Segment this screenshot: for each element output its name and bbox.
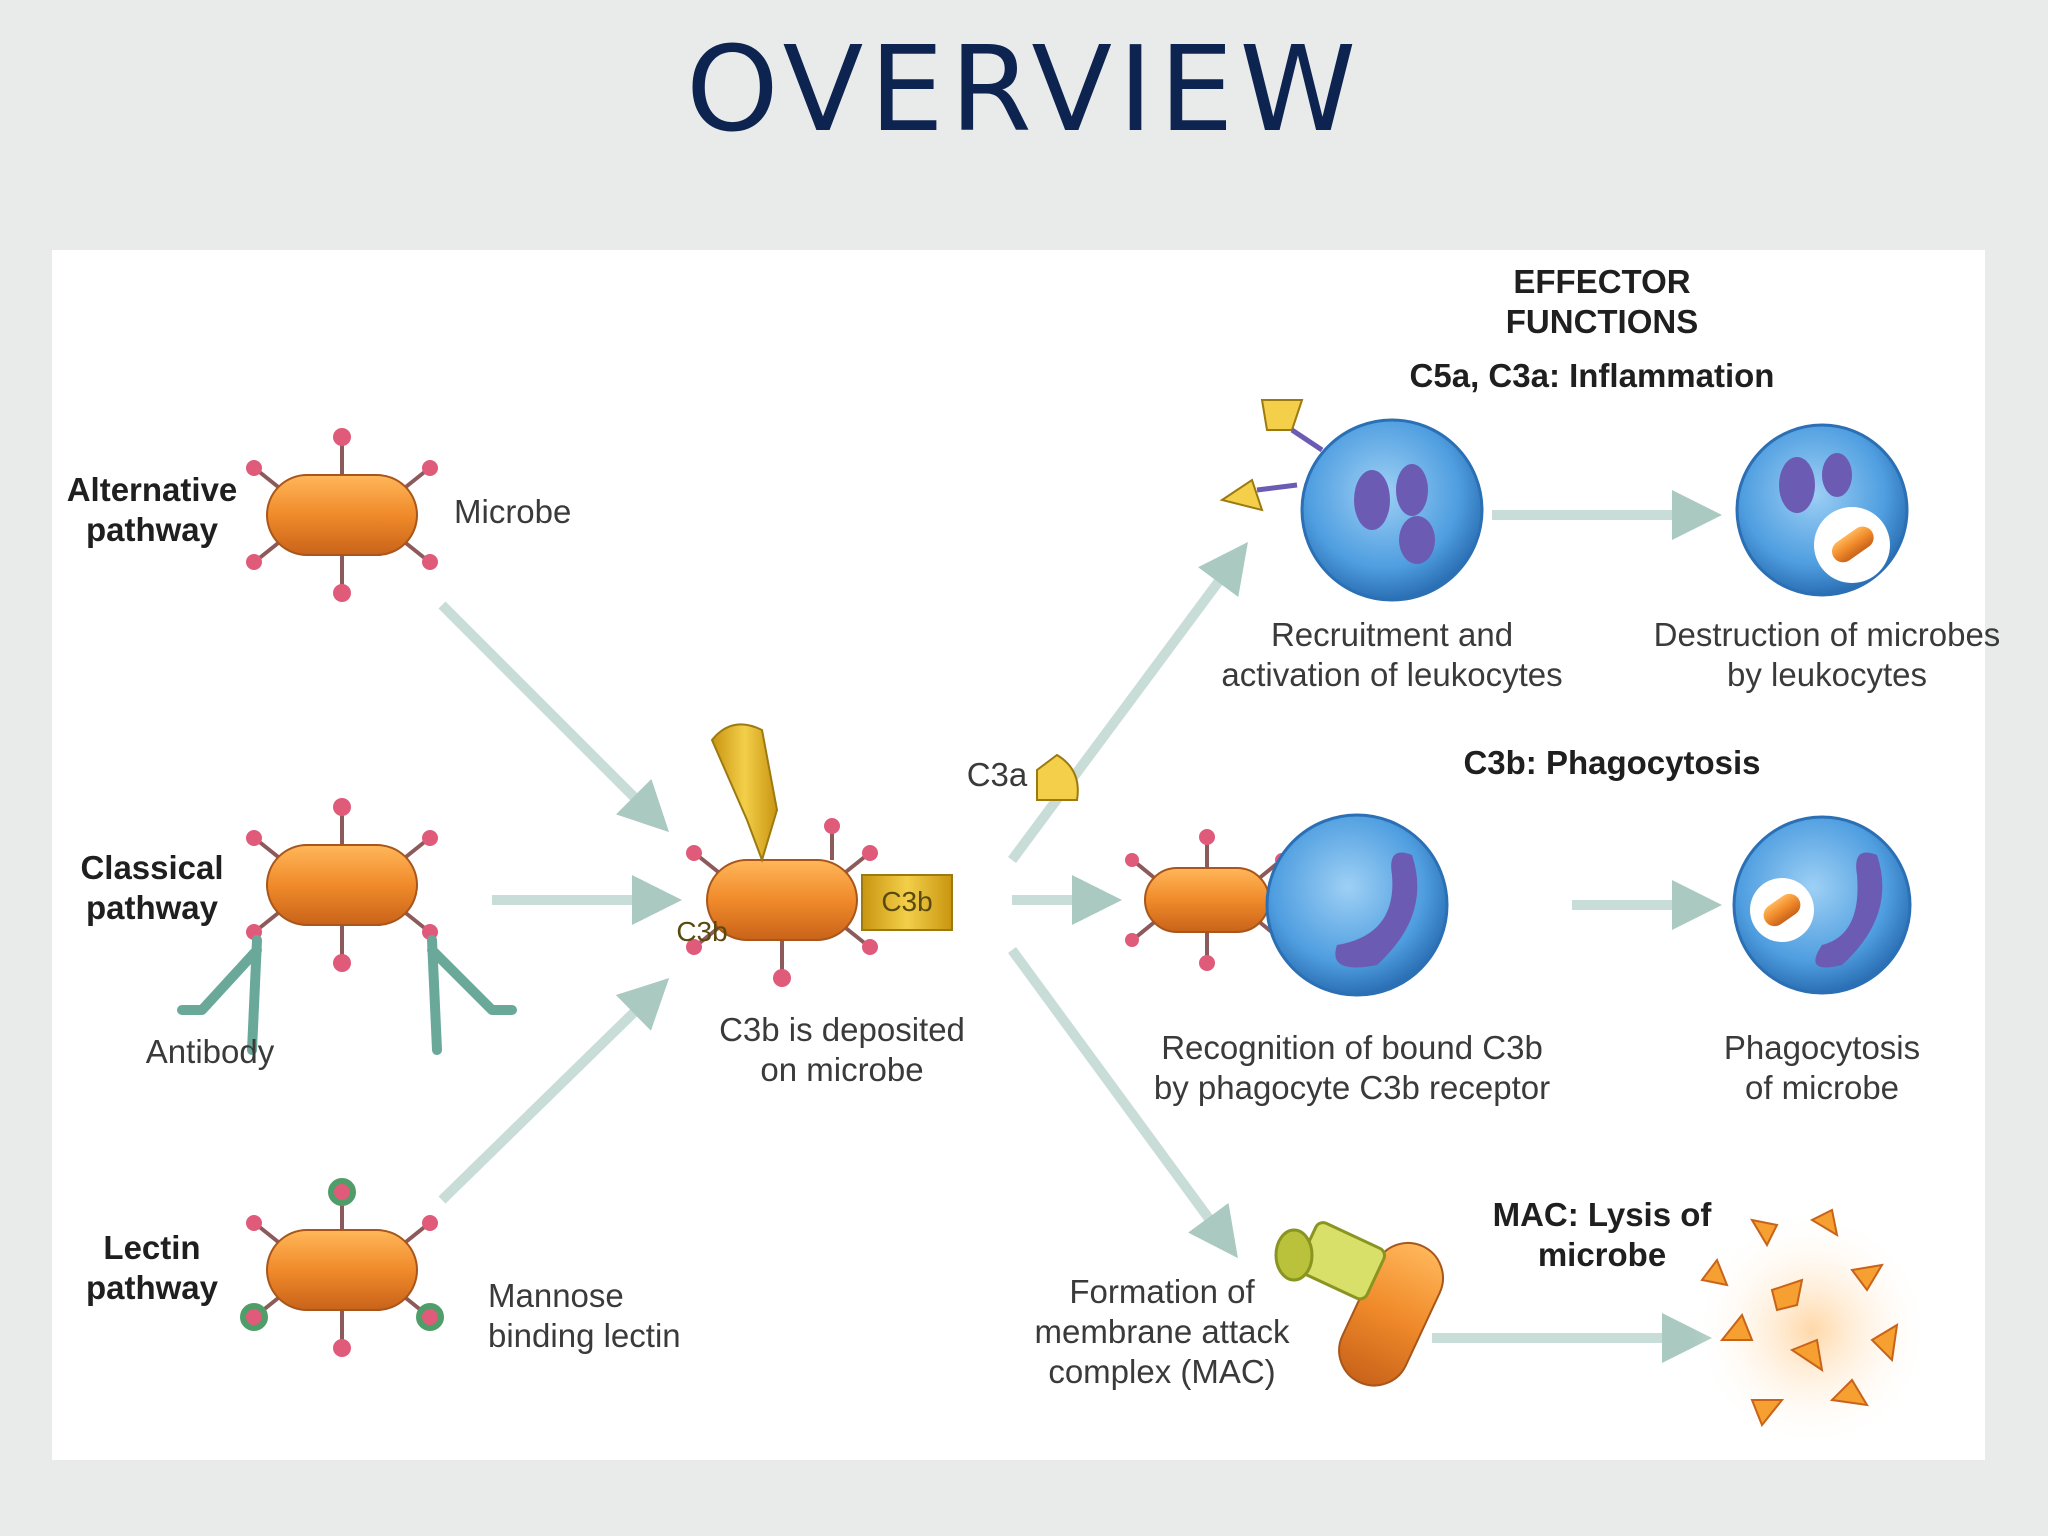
complement-diagram-panel: EFFECTOR FUNCTIONS Alternative pathway C… xyxy=(52,250,2000,1460)
inflammation-title: C5a, C3a: Inflammation xyxy=(1409,357,1775,394)
destruction-label: Destruction of microbes by leukocytes xyxy=(1653,616,2001,693)
phagocytosis-label: Phagocytosis of microbe xyxy=(1723,1029,1921,1106)
microbe-classical xyxy=(246,798,438,972)
diagram-graphics xyxy=(177,399,1932,1450)
leukocyte-recruitment xyxy=(1219,399,1484,602)
lectin-pathway-label: Lectin pathway xyxy=(85,1229,219,1306)
leukocyte-destruction xyxy=(1735,423,1909,597)
recruitment-label: Recruitment and activation of leukocytes xyxy=(1221,616,1563,693)
phagocytosis-cell xyxy=(1732,815,1912,995)
c3a-fragment-icon xyxy=(1036,753,1079,801)
c3b-deposited-label: C3b is deposited on microbe xyxy=(719,1011,965,1088)
slide-title: OVERVIEW xyxy=(685,20,1363,158)
microbe-lectin xyxy=(240,1178,444,1357)
c3b-tag-top: C3b xyxy=(676,916,728,947)
c3a-label: C3a xyxy=(966,756,1028,793)
mac-complex xyxy=(1274,1221,1444,1387)
mac-title: MAC: Lysis of microbe xyxy=(1492,1196,1712,1273)
classical-pathway-label: Classical pathway xyxy=(80,849,224,926)
phagocytosis-title: C3b: Phagocytosis xyxy=(1463,744,1761,781)
lysed-microbe-fragments xyxy=(1692,1208,1932,1450)
antibody-icons xyxy=(177,935,517,1055)
flow-arrows xyxy=(438,490,1722,1363)
mannose-lectin-label: Mannose binding lectin xyxy=(488,1277,681,1354)
recognition-label: Recognition of bound C3b by phagocyte C3… xyxy=(1153,1029,1551,1106)
microbe-alternative xyxy=(246,428,438,602)
phagocyte-cell xyxy=(1265,813,1449,997)
effector-functions-header: EFFECTOR FUNCTIONS xyxy=(1505,263,1699,340)
antibody-label: Antibody xyxy=(145,1033,275,1070)
mac-formation-label: Formation of membrane attack complex (MA… xyxy=(1034,1273,1290,1390)
microbe-c3b-deposited xyxy=(686,723,953,987)
c3b-tag-side: C3b xyxy=(881,886,933,917)
alternative-pathway-label: Alternative pathway xyxy=(66,471,238,548)
microbe-label: Microbe xyxy=(454,493,572,530)
